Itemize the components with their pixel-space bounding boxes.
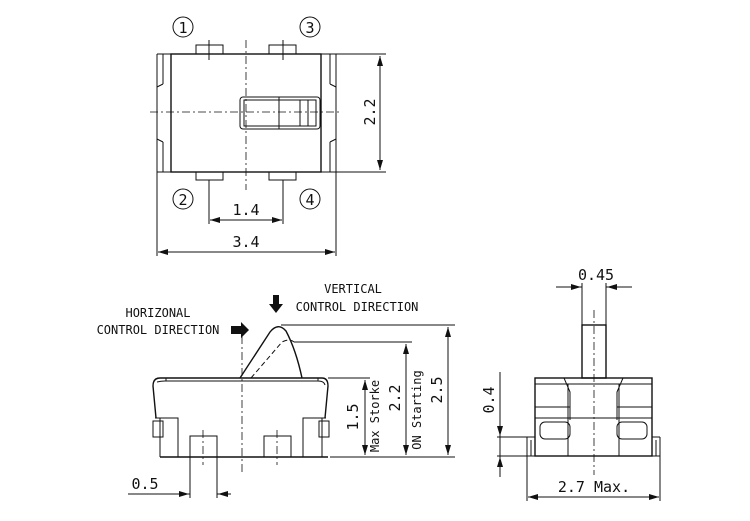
svg-text:3: 3 <box>305 19 314 37</box>
svg-text:1: 1 <box>178 19 187 37</box>
svg-text:CONTROL DIRECTION: CONTROL DIRECTION <box>296 300 419 314</box>
pin-4-marker <box>299 188 321 210</box>
dim-pin-pitch: 1.4 <box>232 201 259 219</box>
svg-text:2.2: 2.2 <box>386 384 404 411</box>
svg-text:1.5: 1.5 <box>344 403 362 430</box>
svg-text:2: 2 <box>178 191 187 209</box>
vertical-arrow-icon <box>269 295 283 313</box>
end-view: 0.45 0.4 2.7 Max. <box>480 266 661 501</box>
svg-text:2.7 Max.: 2.7 Max. <box>558 478 630 496</box>
slider-slot <box>239 96 321 130</box>
svg-text:0.45: 0.45 <box>578 266 614 284</box>
svg-text:HORIZONAL: HORIZONAL <box>125 306 190 320</box>
pin-3-marker <box>299 16 321 38</box>
pad-2 <box>195 171 224 181</box>
pin-2-marker <box>172 188 194 210</box>
lever <box>239 326 303 379</box>
dim-width: 3.4 <box>232 233 259 251</box>
svg-text:2.5: 2.5 <box>428 376 446 403</box>
svg-text:4: 4 <box>305 191 314 209</box>
svg-text:VERTICAL: VERTICAL <box>324 282 382 296</box>
side-view: HORIZONAL CONTROL DIRECTION VERTICAL CON… <box>97 282 455 498</box>
svg-text:ON Starting: ON Starting <box>410 370 424 449</box>
top-view: 1 3 2 4 2.2 1.4 3.4 <box>150 16 386 256</box>
pin <box>189 435 218 458</box>
svg-text:0.5: 0.5 <box>131 475 158 493</box>
svg-text:CONTROL DIRECTION: CONTROL DIRECTION <box>97 323 220 337</box>
dim-height: 2.2 <box>361 98 379 125</box>
svg-text:0.4: 0.4 <box>480 386 498 413</box>
pin <box>263 435 292 458</box>
pin-1-marker <box>172 16 194 38</box>
pad-4 <box>268 171 297 181</box>
svg-text:Max Storke: Max Storke <box>368 380 382 452</box>
horizontal-arrow-icon <box>231 322 249 338</box>
